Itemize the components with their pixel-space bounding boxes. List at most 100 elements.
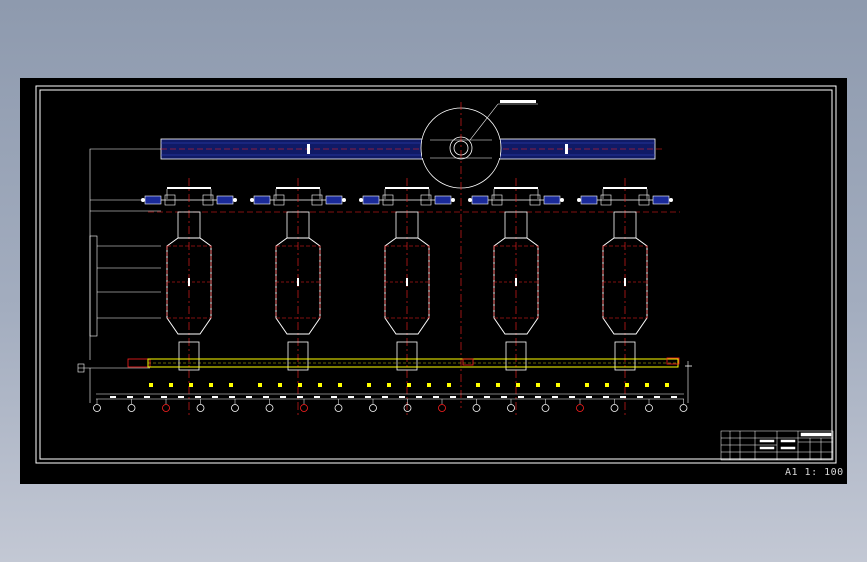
duct-marker [407, 383, 411, 387]
dimension-tick [501, 396, 507, 398]
dimension-tick [552, 396, 558, 398]
grid-axis-bubble [541, 404, 550, 412]
valve-manifold [468, 178, 564, 418]
title-block [720, 430, 834, 461]
grid-axis-bubble [334, 404, 343, 412]
dimension-tick [280, 396, 286, 398]
inner-frame [39, 89, 833, 460]
duct-marker [536, 383, 540, 387]
support-leg [614, 341, 636, 371]
grid-axis-bubble [438, 404, 446, 412]
support-leg [505, 341, 527, 371]
duct-marker [189, 383, 193, 387]
dimension-tick [246, 396, 252, 398]
grid-axis-bubble [472, 404, 481, 412]
grid-axis-bubble [127, 404, 136, 412]
dimension-tick [654, 396, 660, 398]
duct-marker [338, 383, 342, 387]
duct-marker [278, 383, 282, 387]
grid-axis-bubble [196, 404, 205, 412]
dimension-tick [297, 396, 303, 398]
support-leg [287, 341, 309, 371]
duct-marker [605, 383, 609, 387]
valve-manifold [359, 178, 455, 418]
vessel-unit [577, 178, 673, 418]
duct-marker [209, 383, 213, 387]
duct-marker [318, 383, 322, 387]
duct-marker [496, 383, 500, 387]
dimension-tick [314, 396, 320, 398]
fan-wheel [420, 100, 538, 189]
dimension-tick [161, 396, 167, 398]
duct-marker [585, 383, 589, 387]
grid-axis-bubble [93, 404, 101, 412]
support-leg [396, 341, 418, 371]
vessel-unit [250, 178, 346, 418]
left-leaders [89, 148, 161, 360]
dimension-tick [620, 396, 626, 398]
grid-axis-bubble [576, 404, 584, 412]
duct-marker [665, 383, 669, 387]
dimension-tick [433, 396, 439, 398]
dimension-tick [671, 396, 677, 398]
dimension-tick [263, 396, 269, 398]
dimension-tick [331, 396, 337, 398]
duct-marker [169, 383, 173, 387]
duct-marker [625, 383, 629, 387]
dimension-tick [535, 396, 541, 398]
dimension-tick [348, 396, 354, 398]
drawing-canvas [35, 85, 837, 464]
outer-frame [35, 85, 837, 464]
vessel-unit [359, 178, 455, 418]
dimension-tick [178, 396, 184, 398]
grid-axis-bubbles [93, 396, 688, 412]
grid-axis-bubble [645, 404, 653, 412]
dimension-tick [127, 396, 133, 398]
vessel-unit [141, 178, 237, 418]
dimension-tick [518, 396, 524, 398]
dimension-tick [399, 396, 405, 398]
bottom-duct [77, 357, 692, 403]
dimension-tick [484, 396, 490, 398]
dimension-tick [144, 396, 150, 398]
dimension-tick [569, 396, 575, 398]
duct-marker [476, 383, 480, 387]
grid-axis-bubble [265, 404, 274, 412]
duct-marker [298, 383, 302, 387]
dimension-tick [195, 396, 201, 398]
duct-marker [556, 383, 560, 387]
valve-manifold [141, 178, 237, 418]
duct-marker [367, 383, 371, 387]
dimension-tick [110, 396, 116, 398]
support-leg [178, 341, 200, 371]
dimension-tick [603, 396, 609, 398]
duct-marker [229, 383, 233, 387]
duct-marker [447, 383, 451, 387]
dimension-tick [586, 396, 592, 398]
duct-marker [258, 383, 262, 387]
dimension-tick [212, 396, 218, 398]
cad-drawing-sheet: A1 1: 100 [20, 78, 847, 484]
duct-marker [149, 383, 153, 387]
dimension-tick [229, 396, 235, 398]
grid-axis-bubble [231, 404, 239, 412]
drawing-scale-label: A1 1: 100 [785, 467, 844, 478]
dimension-tick [637, 396, 643, 398]
valve-manifold [577, 178, 673, 418]
dimension-tick [416, 396, 422, 398]
valve-manifold [250, 178, 346, 418]
grid-axis-bubble [403, 404, 412, 412]
vessel-unit [468, 178, 564, 418]
grid-axis-bubble [162, 404, 170, 412]
grid-axis-bubble [507, 404, 515, 412]
grid-axis-bubble [610, 404, 619, 412]
duct-marker [427, 383, 431, 387]
dimension-tick [450, 396, 456, 398]
grid-axis-bubble [369, 404, 377, 412]
vessel-units [141, 178, 673, 418]
duct-marker [387, 383, 391, 387]
duct-marker [645, 383, 649, 387]
main-pipe [160, 138, 663, 160]
duct-marker [516, 383, 520, 387]
grid-axis-bubble [679, 404, 688, 412]
